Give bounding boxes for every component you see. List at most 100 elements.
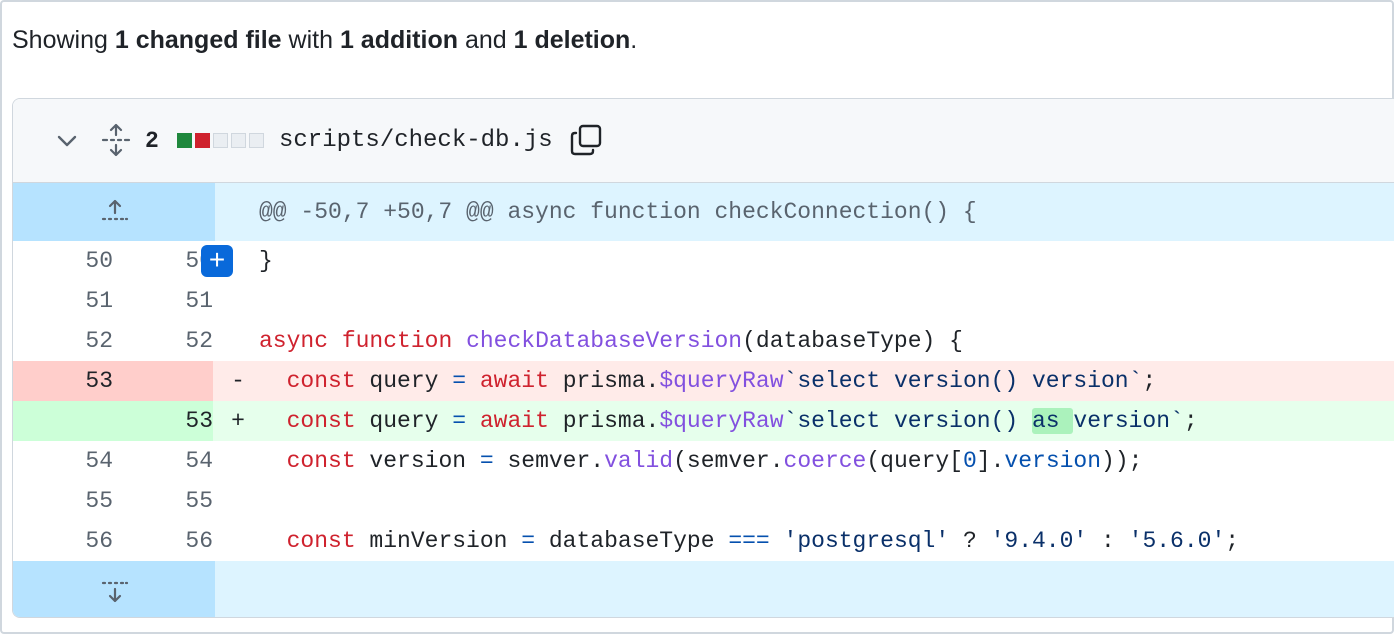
diff-line: 50 50 + } <box>13 241 1394 281</box>
code-keyword: const <box>286 448 356 474</box>
file-header: 2 scripts/check-db.js <box>13 99 1394 183</box>
code-token: (databaseType) { <box>742 328 963 354</box>
code-token: ? <box>949 528 991 554</box>
unfold-icon[interactable] <box>101 123 131 157</box>
code-function: checkDatabaseVersion <box>466 328 743 354</box>
diff-summary: Showing 1 changed file with 1 addition a… <box>12 24 637 56</box>
code-string: '5.6.0' <box>1128 528 1226 554</box>
file-name-link[interactable]: scripts/check-db.js <box>279 127 553 154</box>
code-token: (query[ <box>866 448 963 474</box>
code-keyword: function <box>341 328 453 354</box>
code-function: $queryRaw <box>659 368 784 394</box>
plus-icon: + <box>208 244 226 275</box>
code-keyword: const <box>286 408 356 434</box>
changes-count: 2 <box>145 128 159 154</box>
code-template-string: `select version() <box>783 408 1032 434</box>
code-token: ]. <box>976 448 1005 474</box>
old-line-number[interactable]: 51 <box>85 288 113 314</box>
new-line-number[interactable]: 54 <box>185 448 213 474</box>
code-indent <box>259 528 287 554</box>
old-line-number[interactable]: 50 <box>85 248 113 274</box>
file-diff: 2 scripts/check-db.js @@ -50,7 +50,7 @@ … <box>12 98 1394 618</box>
summary-with: with <box>281 26 340 54</box>
old-line-number[interactable]: 55 <box>85 488 113 514</box>
code-property: version <box>1004 448 1102 474</box>
diff-line: 56 56 const minVersion = databaseType ==… <box>13 521 1394 561</box>
code-line: const minVersion = databaseType === 'pos… <box>259 521 1239 561</box>
summary-and: and <box>458 26 514 54</box>
code-token: minVersion <box>355 528 522 554</box>
code-function: $queryRaw <box>659 408 784 434</box>
new-line-number[interactable]: 56 <box>185 528 213 554</box>
expand-down-button[interactable] <box>13 561 215 617</box>
code-template-string: version` <box>1073 408 1184 434</box>
deletion-marker: - <box>231 368 245 394</box>
new-line-number[interactable]: 55 <box>185 488 213 514</box>
new-line-number[interactable] <box>113 361 213 401</box>
code-token: query <box>355 408 453 434</box>
code-token <box>466 368 480 394</box>
code-keyword: await <box>479 368 549 394</box>
changed-files-count: 1 changed file <box>114 26 282 54</box>
old-line-number[interactable]: 53 <box>13 361 113 401</box>
code-number: 0 <box>962 448 977 474</box>
code-string: 'postgresql' <box>769 528 950 554</box>
diff-line: 52 52 async function checkDatabaseVersio… <box>13 321 1394 361</box>
summary-prefix: Showing <box>12 26 115 54</box>
code-token: )); <box>1101 448 1143 474</box>
diffstat-neutral-square <box>213 133 228 148</box>
code-keyword: const <box>286 528 356 554</box>
diffstat-neutral-square <box>231 133 246 148</box>
code-line: const query = await prisma.$queryRaw`sel… <box>259 361 1157 401</box>
code-token: query <box>355 368 453 394</box>
code-token: semver. <box>493 448 605 474</box>
additions-count: 1 addition <box>339 26 458 54</box>
code-keyword: const <box>286 368 356 394</box>
code-function: valid <box>604 448 674 474</box>
code-line: } <box>259 241 273 281</box>
addition-marker: + <box>231 408 245 434</box>
code-token: (semver. <box>673 448 784 474</box>
old-line-number[interactable] <box>13 401 113 441</box>
old-line-number[interactable]: 52 <box>85 328 113 354</box>
old-line-number[interactable]: 54 <box>85 448 113 474</box>
code-highlighted-change: as <box>1032 408 1074 434</box>
new-line-number[interactable]: 50 <box>185 248 213 274</box>
diffstat <box>177 133 264 148</box>
new-line-number[interactable]: 51 <box>185 288 213 314</box>
code-keyword: async <box>259 328 329 354</box>
new-line-number[interactable]: 52 <box>185 328 213 354</box>
code-operator: = <box>452 368 467 394</box>
diff-line: 51 51 <box>13 281 1394 321</box>
code-operator: = <box>452 408 467 434</box>
summary-suffix: . <box>630 26 638 54</box>
code-token: databaseType <box>535 528 729 554</box>
deletions-count: 1 deletion <box>513 26 631 54</box>
code-token: ; <box>1142 368 1157 394</box>
code-function: coerce <box>783 448 867 474</box>
diff-line-deleted: 53 - const query = await prisma.$queryRa… <box>13 361 1394 401</box>
diff-line-added: 53 + const query = await prisma.$queryRa… <box>13 401 1394 441</box>
code-string: '9.4.0' <box>990 528 1088 554</box>
code-indent <box>259 448 287 474</box>
hunk-footer-row <box>13 561 1394 617</box>
code-operator: === <box>728 528 770 554</box>
hunk-header-row: @@ -50,7 +50,7 @@ async function checkCo… <box>13 183 1394 241</box>
code-token: ; <box>1225 528 1240 554</box>
new-line-number[interactable]: 53 <box>113 401 213 441</box>
chevron-down-icon[interactable] <box>55 129 79 153</box>
code-token <box>466 408 480 434</box>
expand-down-icon <box>101 581 129 603</box>
diffstat-add-square <box>177 133 192 148</box>
old-line-number[interactable]: 56 <box>85 528 113 554</box>
copy-icon[interactable] <box>569 123 603 157</box>
add-comment-button[interactable]: + <box>201 245 233 277</box>
code-operator: = <box>521 528 536 554</box>
code-token: prisma. <box>548 368 660 394</box>
expand-up-button[interactable] <box>13 183 215 241</box>
code-token: : <box>1087 528 1129 554</box>
expand-up-icon <box>101 199 129 221</box>
diff-line: 55 55 <box>13 481 1394 521</box>
code-token: version <box>355 448 480 474</box>
code-template-string: `select version() version` <box>783 368 1143 394</box>
